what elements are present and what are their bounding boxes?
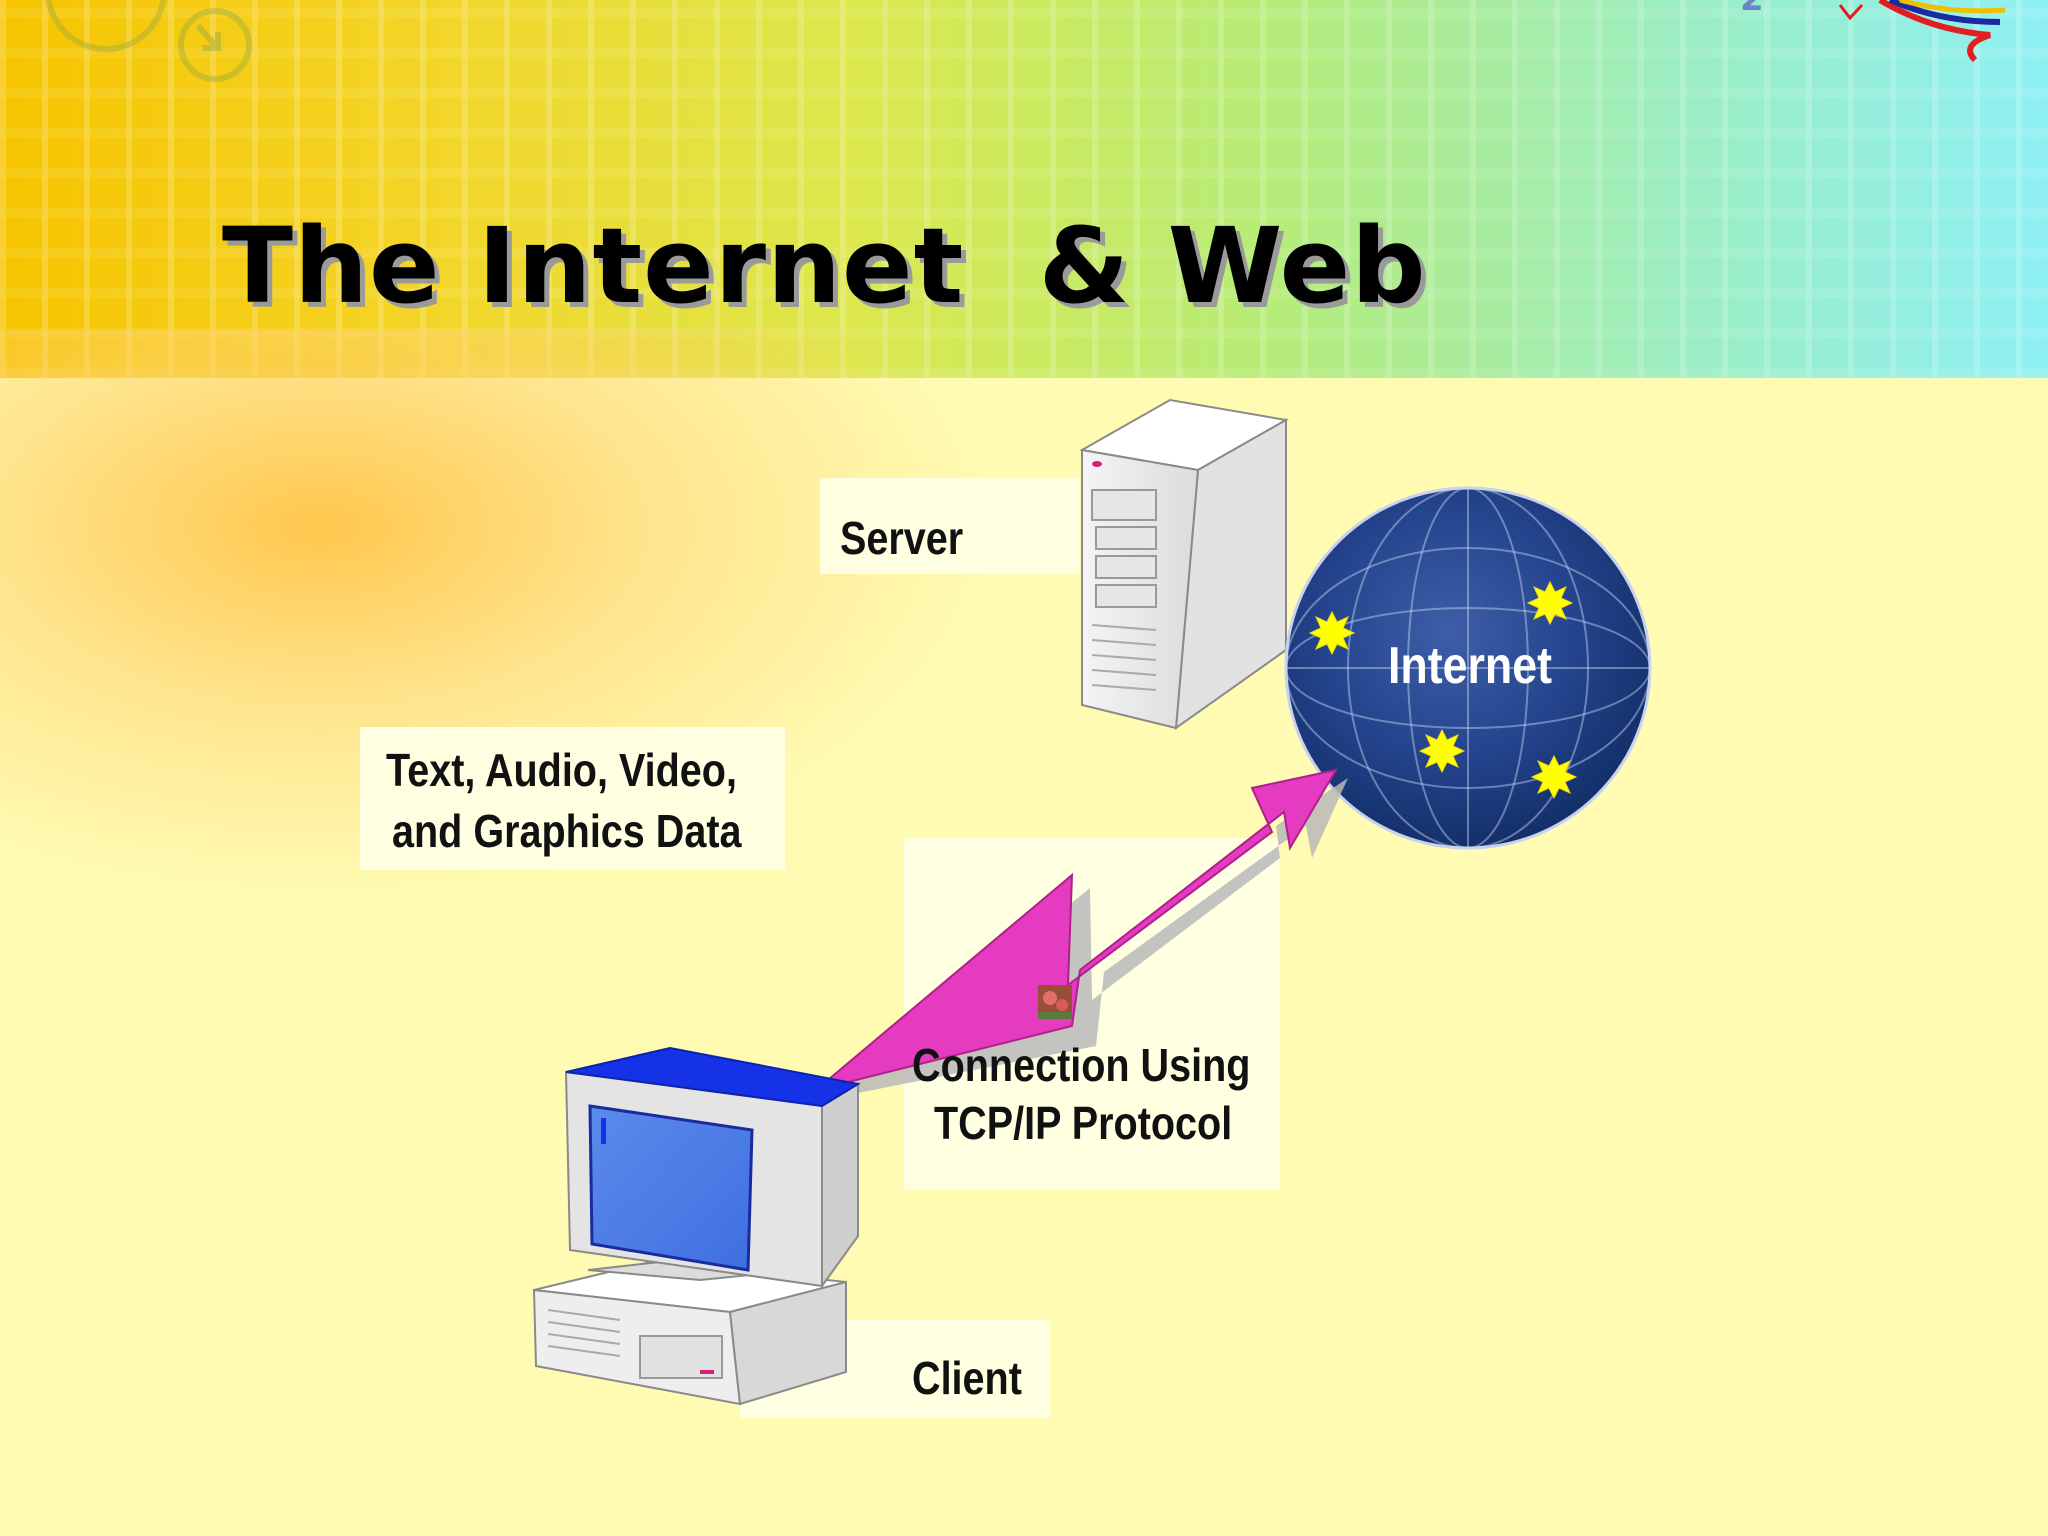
nav-forward-icon[interactable] xyxy=(178,8,252,82)
internet-globe-icon xyxy=(1284,486,1652,850)
data-label-line2: and Graphics Data xyxy=(392,805,742,857)
svg-text:2: 2 xyxy=(1740,0,1764,19)
logo-icon: 2 xyxy=(1740,0,2006,63)
server-label-box xyxy=(820,478,1080,574)
internet-label: Internet xyxy=(1388,637,1552,695)
connection-label-line1: Connection Using xyxy=(912,1039,1251,1091)
title-banner xyxy=(0,0,2048,378)
banner-pattern xyxy=(0,0,2048,378)
data-label-box xyxy=(360,727,785,870)
data-label-line1: Text, Audio, Video, xyxy=(386,744,737,796)
connection-label-line2: TCP/IP Protocol xyxy=(934,1097,1233,1149)
connection-arrow-icon xyxy=(815,768,1339,1091)
flower-image xyxy=(1038,985,1072,1019)
client-computer-icon xyxy=(532,1046,861,1406)
client-label: Client xyxy=(912,1352,1022,1404)
slide-title: The Internet & Web xyxy=(222,205,1427,327)
server-label: Server xyxy=(840,512,964,564)
server-icon xyxy=(1079,398,1289,731)
